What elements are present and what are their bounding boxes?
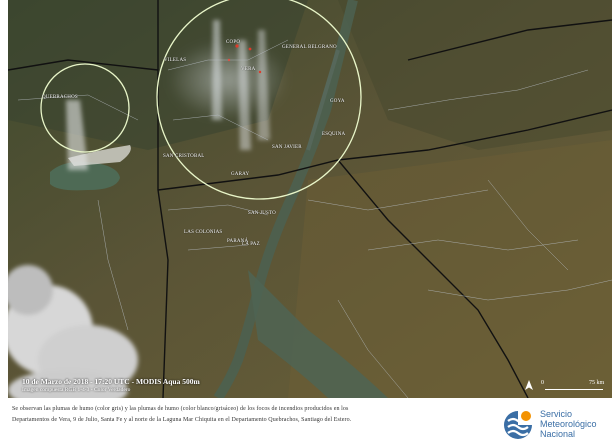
highlight-circle-small [40,63,130,153]
fire-hotspots [227,44,262,74]
label-parana: PARANÁ [227,239,249,244]
label-las-colonias: LAS COLONIAS [184,230,223,235]
label-quebrachos: QUEBRACHOS [42,95,78,100]
label-vera: VERA [241,67,256,72]
smoke-haze [168,40,288,120]
forest-patch [338,0,612,150]
smn-logo-text: Servicio Meteorológico Nacional [540,409,597,439]
figure-caption: Se observan las plumas de humo (color gr… [12,404,482,426]
parana-delta [248,270,388,398]
label-garay: GARAY [231,172,250,177]
province-borders [8,0,612,398]
smn-logo-mark-icon [504,411,532,439]
label-copo: COPO [226,40,241,45]
cloud-cover [8,265,138,398]
image-date-overlay: 10 de Marzo de 2018 - 17:20 UTC - MODIS … [22,377,200,386]
caption-line-2: Departamentos de Vera, 9 de Julio, Santa… [12,417,352,423]
laguna-mar-chiquita [50,161,120,191]
label-general-belgrano: GENERAL BELGRANO [282,45,337,50]
label-goya: GOYA [330,99,345,104]
north-arrow-icon [525,380,533,390]
logo-line-3: Nacional [540,429,576,439]
caption-line-1: Se observan las plumas de humo (color gr… [12,406,349,412]
highlight-circle-large [156,0,362,200]
river-branch [306,49,340,151]
image-source-overlay: Imagen compuesta RGB 1-4-3 - Color Verda… [22,387,131,393]
label-vilelas: VILELAS [164,58,187,63]
label-san-javier: SAN JAVIER [272,145,302,150]
label-san-cristobal: SAN CRISTOBAL [163,154,205,159]
label-san-justo: SAN JUSTO [248,211,276,216]
department-borders [17,39,612,398]
scale-bar-zero: 0 [541,380,544,386]
smn-logo[interactable]: Servicio Meteorológico Nacional [502,409,612,443]
reddish-land [288,140,612,398]
scale-bar [545,389,603,390]
scale-bar-distance: 75 km [589,380,605,386]
map-canvas [8,0,612,398]
logo-line-2: Meteorológico [540,419,597,429]
label-la-paz: LA PAZ [242,242,260,247]
satellite-map[interactable]: VILELAS COPO QUEBRACHOS GENERAL BELGRANO… [8,0,612,398]
logo-line-1: Servicio [540,409,573,419]
parana-river [213,0,358,398]
label-esquina: ESQUINA [322,132,346,137]
